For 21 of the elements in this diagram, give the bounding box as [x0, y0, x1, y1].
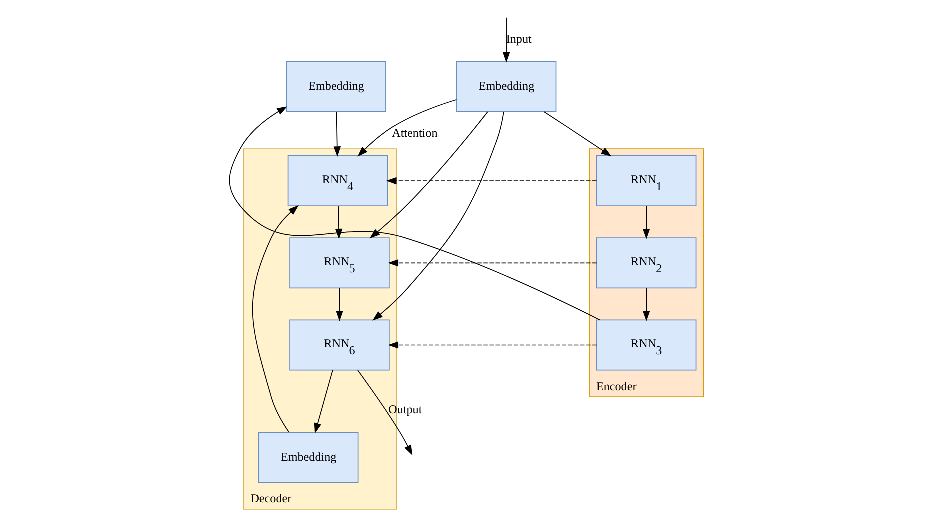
arrow — [334, 206, 342, 240]
arrow — [369, 112, 488, 239]
arrow — [388, 260, 597, 267]
arrow — [333, 112, 340, 157]
arrow — [228, 106, 600, 321]
arrow — [357, 99, 457, 157]
arrow — [388, 342, 597, 349]
arrow — [642, 288, 650, 322]
arrow — [642, 206, 650, 240]
node-box: Embedding — [286, 61, 386, 112]
arrow — [357, 370, 412, 456]
node-box: Embedding — [258, 432, 358, 484]
arrow — [314, 370, 333, 434]
node-box: Embedding — [456, 61, 556, 112]
edge-label: Attention — [392, 126, 438, 140]
arrow — [252, 205, 298, 433]
arrow — [336, 288, 343, 322]
arrow — [502, 17, 510, 63]
arrow — [386, 177, 597, 185]
arrow — [372, 112, 504, 321]
arrow — [543, 112, 612, 157]
